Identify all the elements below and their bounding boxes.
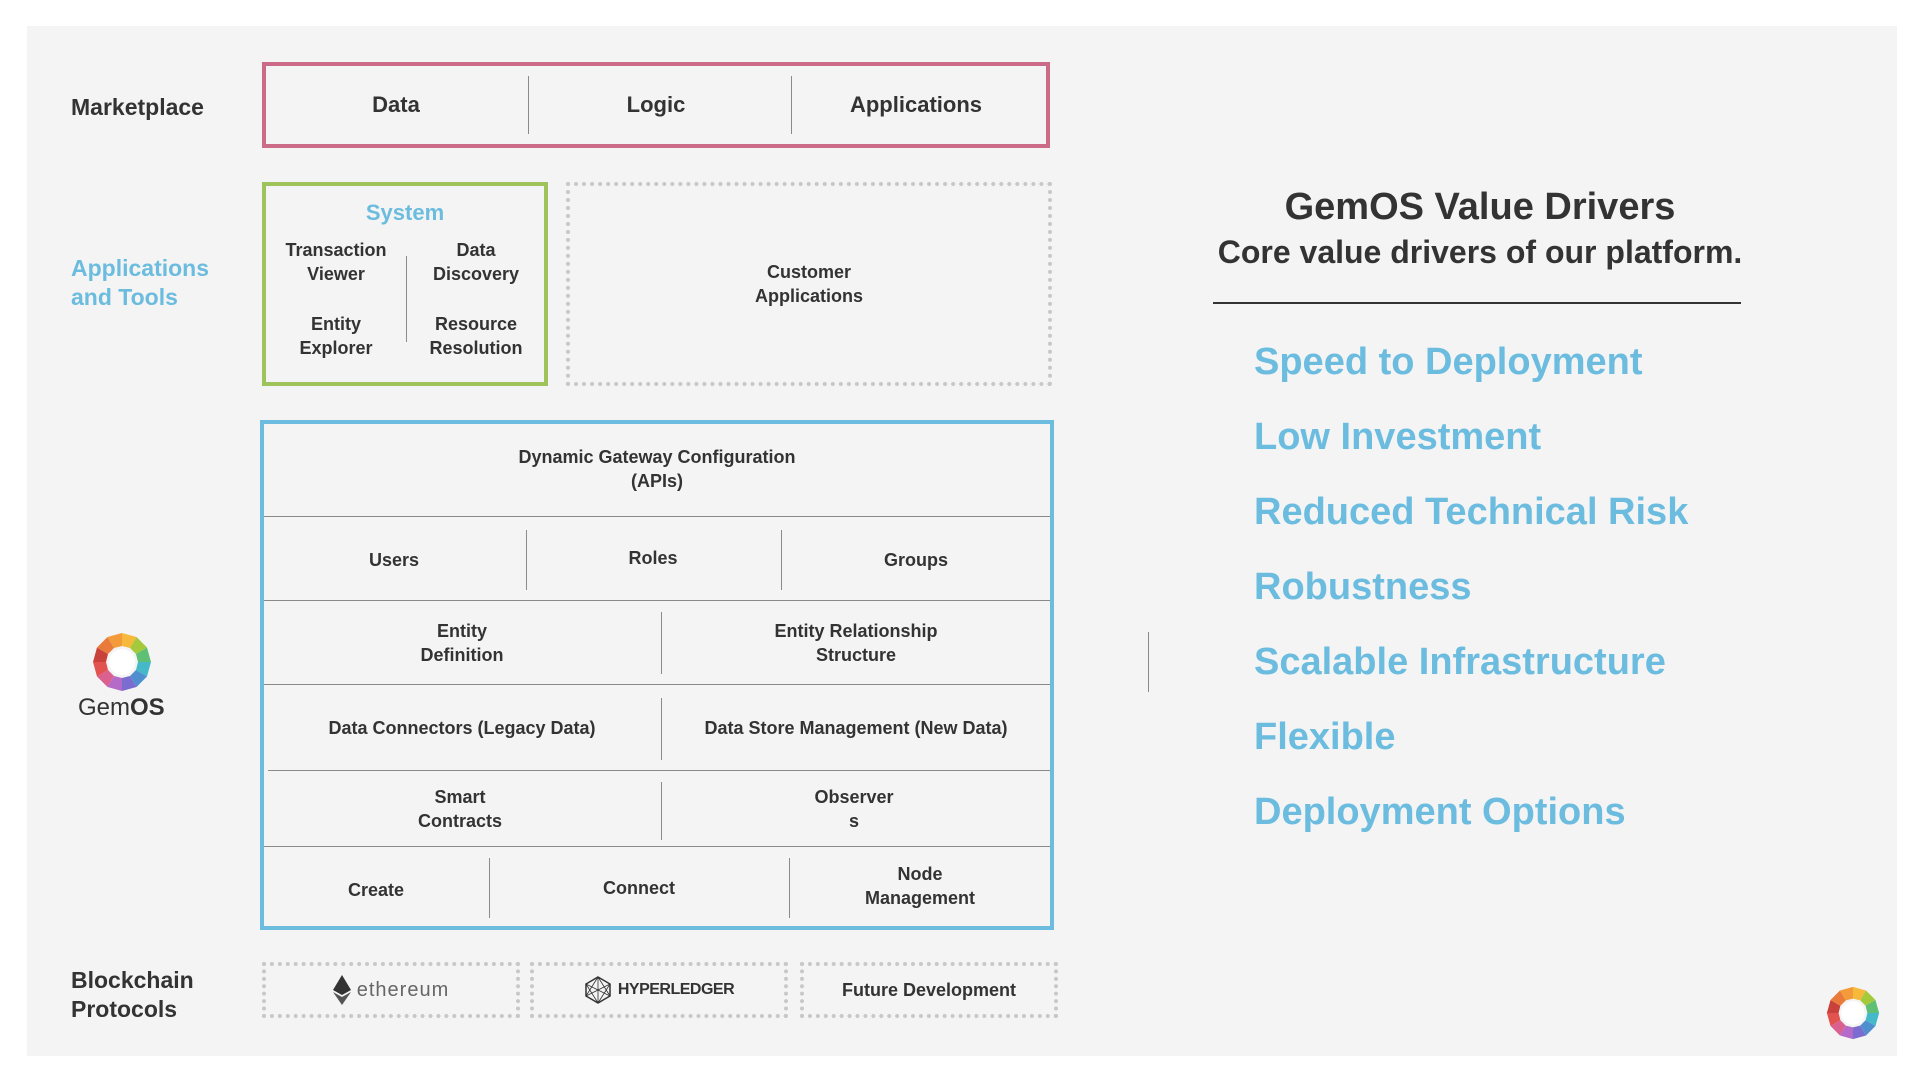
ethereum-label: ethereum: [356, 978, 450, 1001]
divider: [781, 530, 782, 590]
marketplace-label: Marketplace: [71, 94, 204, 120]
ethereum-icon: [332, 975, 351, 1005]
driver-deployment-options: Deployment Options: [1254, 791, 1626, 833]
value-drivers-subtitle: Core value drivers of our platform.: [1217, 234, 1743, 270]
driver-reduced-technical-risk: Reduced Technical Risk: [1254, 491, 1689, 533]
marketplace-data: Data: [372, 92, 420, 117]
future-development-label: Future Development: [841, 979, 1017, 1000]
row-divider: [264, 600, 1050, 601]
value-drivers-title: GemOS Value Drivers: [1284, 186, 1676, 228]
data-connectors: Data Connectors (Legacy Data): [328, 718, 596, 738]
slide-background: [27, 26, 1897, 1056]
marketplace-applications: Applications: [849, 92, 982, 117]
divider: [791, 76, 792, 134]
hyperledger-icon: [585, 976, 611, 1004]
separator-line: [1148, 632, 1149, 692]
users: Users: [368, 550, 420, 570]
driver-flexible: Flexible: [1254, 716, 1396, 758]
driver-robustness: Robustness: [1254, 566, 1472, 608]
divider: [406, 256, 407, 342]
dynamic-gateway-configuration: Dynamic Gateway Configuration (APIs): [518, 447, 796, 491]
roles: Roles: [628, 548, 678, 568]
system-title: System: [365, 200, 445, 225]
title-rule: [1213, 302, 1741, 304]
observers: Observer s: [814, 787, 894, 831]
driver-low-investment: Low Investment: [1254, 416, 1542, 458]
divider: [528, 76, 529, 134]
gemos-logo-os: OS: [130, 694, 165, 721]
customer-applications-box: Customer Applications: [566, 182, 1052, 386]
groups: Groups: [883, 550, 948, 570]
gemos-stack: Dynamic Gateway Configuration (APIs) Use…: [260, 420, 1054, 930]
row-divider: [268, 770, 1050, 771]
resource-resolution: Resource Resolution: [429, 314, 523, 358]
hyperledger-box: HYPERLEDGER: [530, 962, 788, 1018]
divider: [661, 698, 662, 760]
driver-speed-to-deployment: Speed to Deployment: [1254, 341, 1643, 383]
entity-explorer: Entity Explorer: [299, 314, 373, 358]
applications-tools-label: Applications and Tools: [71, 255, 210, 310]
gemos-logo-text: GemOS: [78, 694, 165, 722]
transaction-viewer: Transaction Viewer: [285, 240, 387, 284]
blockchain-protocols-label: Blockchain Protocols: [71, 967, 194, 1022]
data-discovery: Data Discovery: [432, 240, 520, 284]
system-box: System Transaction Viewer Data Discovery…: [262, 182, 548, 386]
entity-definition: Entity Definition: [420, 621, 504, 665]
marketplace-box: Data Logic Applications: [262, 62, 1050, 148]
marketplace-logic: Logic: [626, 92, 686, 117]
hyperledger-label: HYPERLEDGER: [617, 981, 735, 998]
driver-scalable-infrastructure: Scalable Infrastructure: [1254, 641, 1666, 683]
divider: [526, 530, 527, 590]
divider: [489, 858, 490, 918]
data-store-management: Data Store Management (New Data): [704, 718, 1008, 738]
connect: Connect: [603, 878, 675, 898]
row-divider: [264, 516, 1050, 517]
corner-logo-icon: [1826, 986, 1880, 1040]
create: Create: [347, 880, 405, 900]
divider: [661, 612, 662, 674]
customer-applications-label: Customer Applications: [754, 262, 863, 306]
future-development-box: Future Development: [800, 962, 1058, 1018]
divider: [661, 782, 662, 840]
ethereum-box: ethereum: [262, 962, 520, 1018]
divider: [789, 858, 790, 918]
gemos-logo-icon: [93, 633, 151, 691]
gemos-logo-gem: Gem: [78, 694, 131, 721]
smart-contracts: Smart Contracts: [417, 787, 502, 831]
node-management: Node Management: [864, 864, 976, 908]
entity-relationship-structure: Entity Relationship Structure: [774, 621, 938, 665]
row-divider: [264, 684, 1050, 685]
row-divider: [264, 846, 1050, 847]
